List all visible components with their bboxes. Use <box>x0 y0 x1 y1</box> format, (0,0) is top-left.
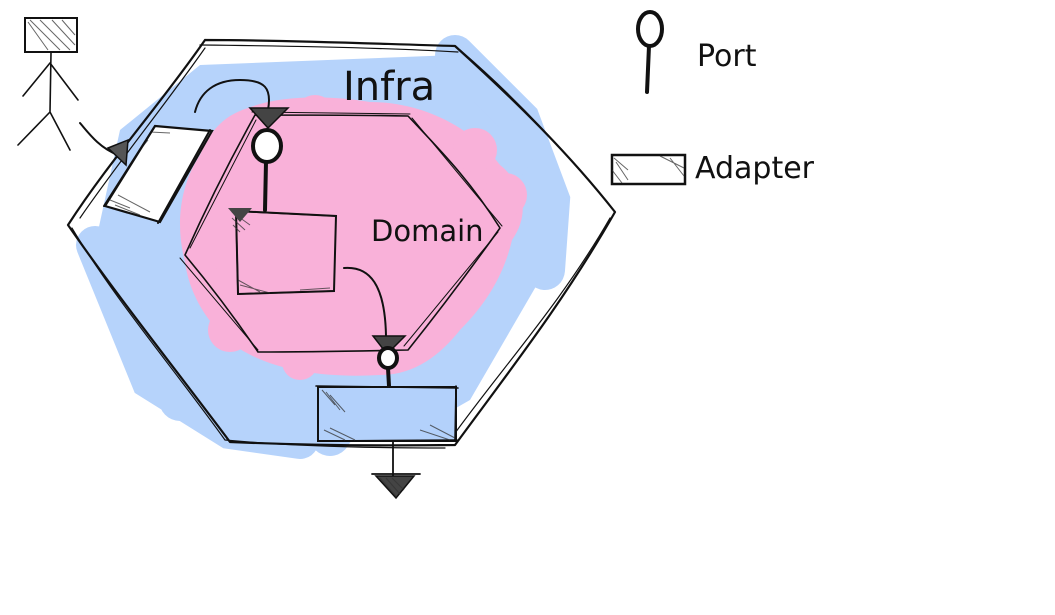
domain-label: Domain <box>371 214 484 248</box>
legend-port-icon <box>636 10 664 94</box>
inbound-adapter <box>103 124 214 224</box>
infra-label: Infra <box>343 64 435 110</box>
outbound-port-icon <box>377 346 399 388</box>
core-to-port-arrow <box>343 266 407 356</box>
legend-adapter-icon <box>610 153 687 186</box>
actor-stick-figure-icon <box>17 17 79 151</box>
domain-core-box <box>228 208 338 296</box>
inbound-port-icon <box>194 79 290 212</box>
domain-hexagon-outline <box>179 111 503 353</box>
legend-port-label: Port <box>697 39 757 74</box>
actor-to-adapter-arrow <box>79 122 129 167</box>
legend: Port Adapter <box>610 10 815 186</box>
legend-adapter-label: Adapter <box>695 151 815 186</box>
outbound-adapter <box>315 385 459 442</box>
infra-hexagon-outline <box>66 38 617 449</box>
outbound-arrow <box>371 440 421 500</box>
